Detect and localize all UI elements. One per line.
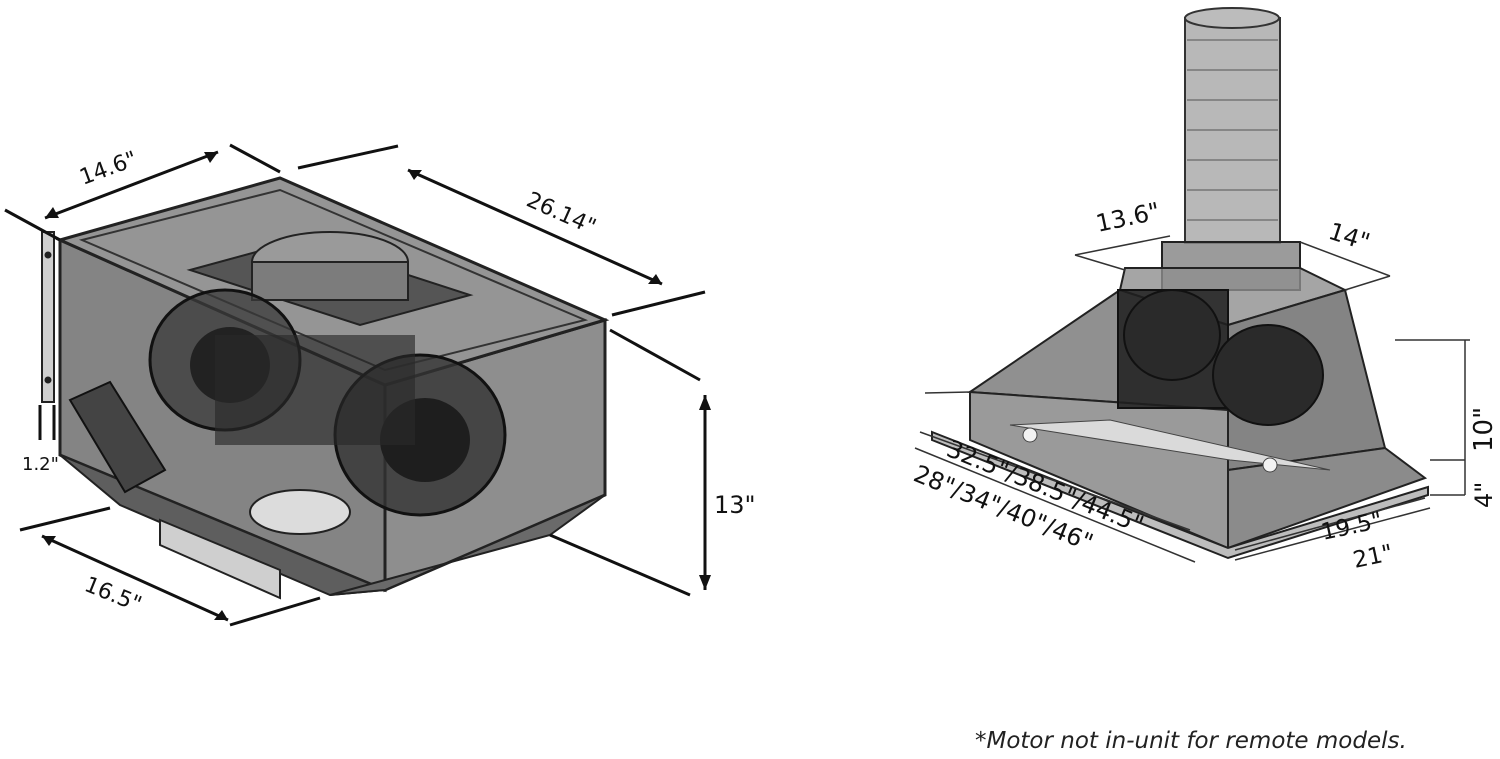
left-duct-collar-body: [251, 261, 409, 301]
dim-outer-depth-label: 21": [1351, 540, 1395, 574]
right-light-2: [1022, 427, 1038, 443]
left-mount-bracket-bottom: [159, 518, 281, 600]
left-bottom-opening: [249, 489, 351, 535]
right-light-1: [1262, 457, 1278, 473]
dim-bracket-label: 1.2": [22, 454, 59, 475]
right-blower-wheel-2: [1212, 324, 1324, 426]
left-bracket-hole-2: [44, 376, 52, 384]
left-bracket-hole-1: [44, 251, 52, 259]
right-blower-wheel-1: [1123, 289, 1221, 381]
right-filter-panel: [1009, 419, 1331, 471]
left-dimension-arrows: [42, 152, 711, 620]
right-chimney-ribs: [1187, 39, 1278, 221]
right-hood-side-panel: [1227, 446, 1428, 550]
dim-height-label: 13": [714, 491, 756, 519]
dim-top-width-label: 13.6": [1093, 197, 1162, 238]
left-dimension-lines: [4, 143, 707, 627]
right-dimension-lines: [914, 235, 1470, 563]
dim-lip-height-label: 4": [1470, 482, 1498, 508]
dim-top-depth-label: 14": [1325, 217, 1373, 256]
right-chimney-top: [1184, 7, 1280, 29]
footnote: *Motor not in-unit for remote models.: [975, 728, 1407, 754]
dim-inner-depth-label: 19.5": [1319, 508, 1385, 546]
left-control-box: [68, 380, 167, 494]
right-hood-lip: [931, 430, 1429, 560]
left-blower-housing: [215, 335, 415, 445]
dim-hood-height-label: 10": [1469, 407, 1499, 452]
